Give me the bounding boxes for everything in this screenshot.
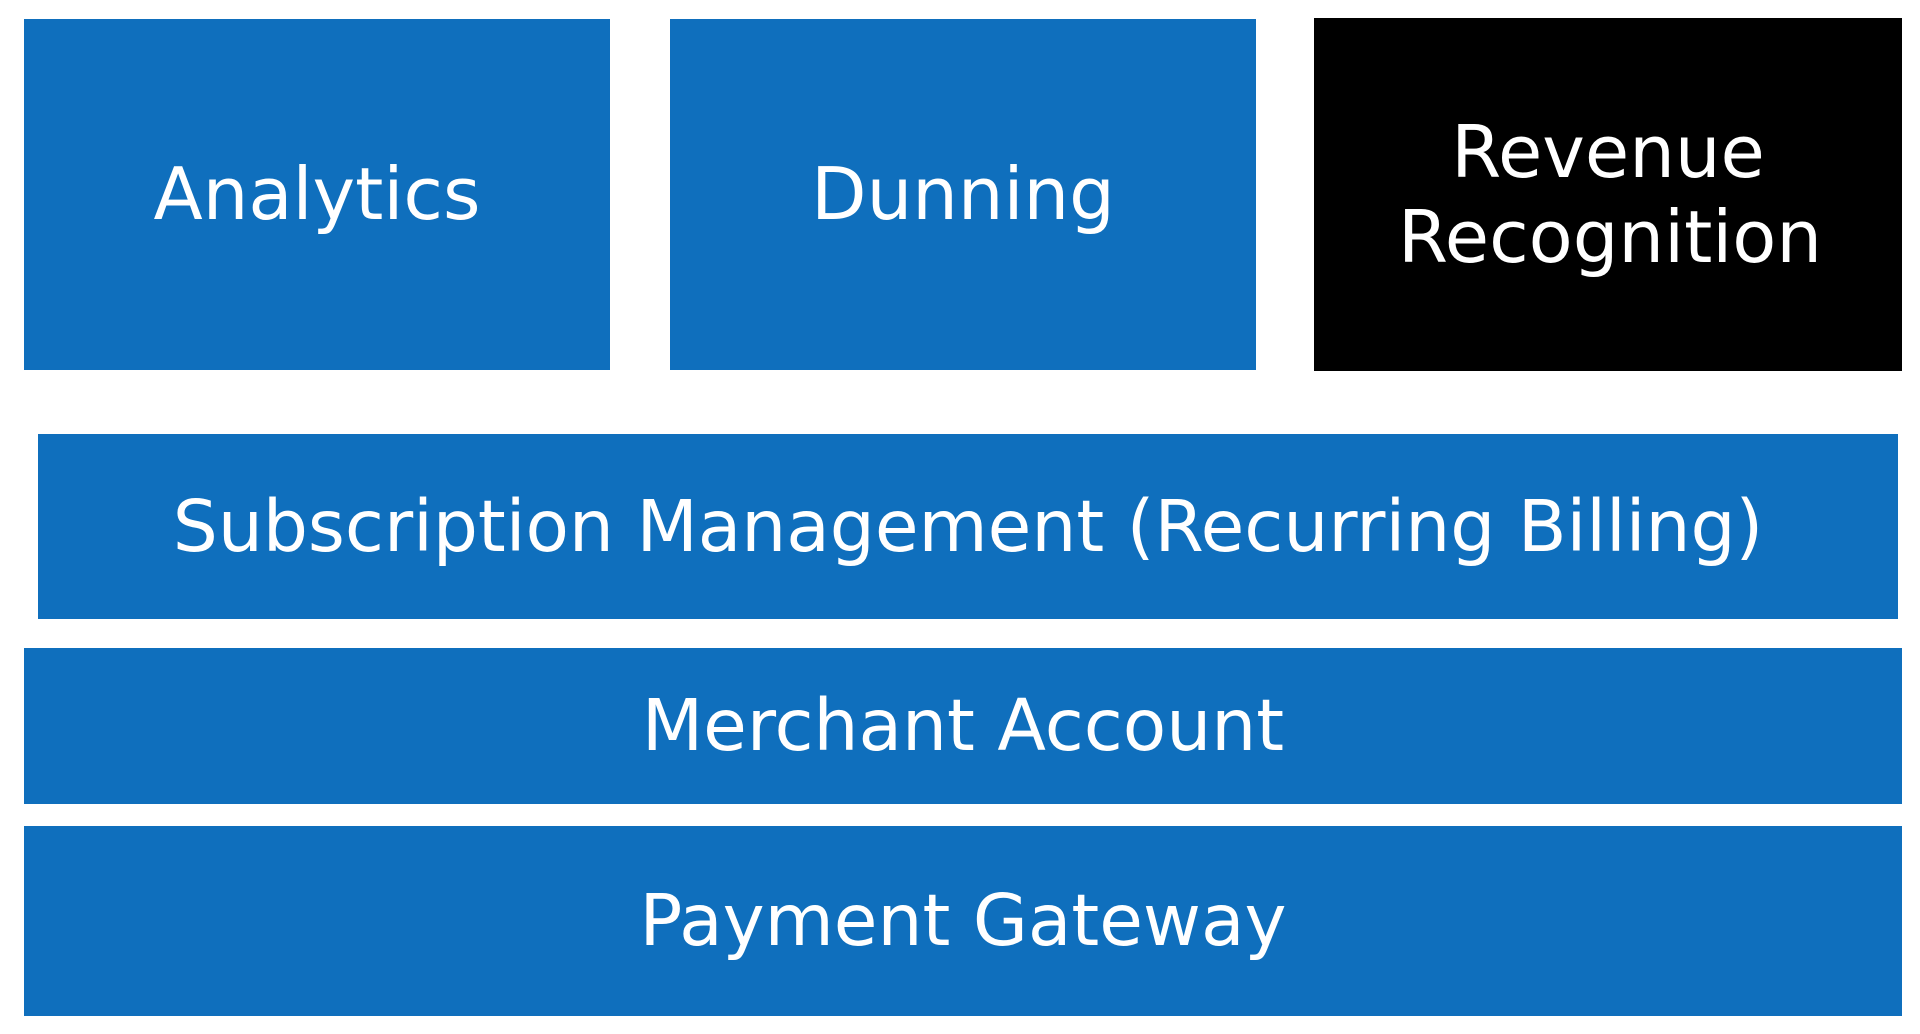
dunning-label: Dunning	[811, 152, 1115, 237]
analytics-label: Analytics	[153, 152, 481, 237]
subscription-management-label: Subscription Management (Recurring Billi…	[172, 484, 1764, 568]
merchant-account-layer: Merchant Account	[24, 648, 1902, 804]
revenue-recognition-label: Revenue Recognition	[1398, 109, 1822, 279]
revenue-recognition-block: Revenue Recognition	[1314, 18, 1902, 371]
analytics-block: Analytics	[24, 19, 610, 370]
dunning-block: Dunning	[670, 19, 1256, 370]
payment-gateway-layer: Payment Gateway	[24, 826, 1902, 1016]
payment-gateway-label: Payment Gateway	[639, 879, 1287, 963]
subscription-management-layer: Subscription Management (Recurring Billi…	[38, 434, 1898, 619]
merchant-account-label: Merchant Account	[641, 684, 1285, 768]
